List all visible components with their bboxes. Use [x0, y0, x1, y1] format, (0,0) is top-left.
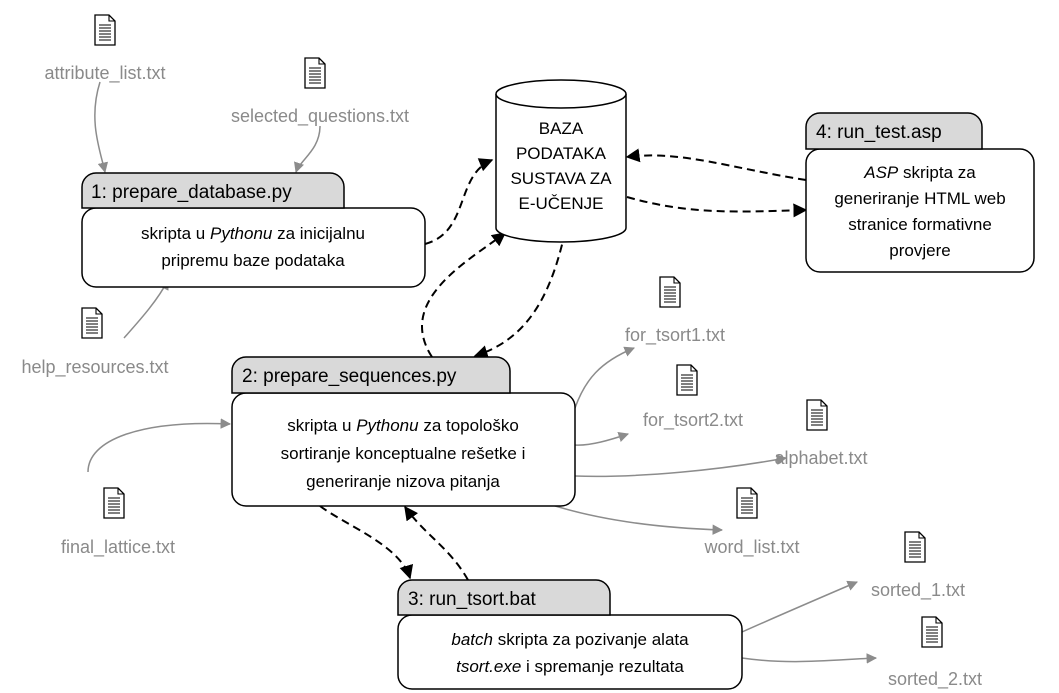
arrow-database-to-box2: [473, 231, 566, 359]
file-label-alphabet: alphabet.txt: [774, 448, 867, 468]
arrow-box2-to-box3: [319, 505, 414, 580]
file-sorted-2: sorted_2.txt: [888, 616, 982, 690]
box4-title: 4: run_test.asp: [816, 122, 942, 143]
box3-line2: tsort.exe i spremanje rezultata: [456, 657, 684, 676]
box1-title: 1: prepare_database.py: [91, 182, 292, 203]
arrow-attribute-list-to-box1: [94, 81, 109, 174]
arrow-database-to-runtest: [626, 196, 808, 218]
arrow-box2-to-word-list: [551, 504, 724, 535]
file-alphabet: alphabet.txt: [774, 399, 868, 468]
arrow-help-resources-to-box1: [123, 279, 169, 339]
document-icon: [81, 307, 103, 339]
file-label-sorted-1: sorted_1.txt: [871, 580, 965, 601]
document-icon: [904, 531, 926, 563]
arrow-box2-to-for-tsort1: [574, 346, 635, 409]
file-help-resources: help_resources.txt: [21, 307, 169, 378]
document-icon: [736, 487, 758, 519]
document-icon: [806, 399, 828, 431]
box4-line2: generiranje HTML web: [834, 189, 1005, 208]
file-label-help-resources: help_resources.txt: [21, 357, 168, 378]
file-label-final-lattice: final_lattice.txt: [61, 537, 175, 558]
file-attribute-list: attribute_list.txt: [44, 14, 166, 84]
arrow-box2-to-alphabet: [574, 454, 788, 478]
document-icon: [304, 57, 326, 89]
file-final-lattice: final_lattice.txt: [61, 487, 175, 558]
box2-line2: sortiranje konceptualne rešetke i: [281, 444, 526, 463]
box2-line3: generiranje nizova pitanja: [306, 472, 500, 491]
file-for-tsort1: for_tsort1.txt: [625, 276, 725, 346]
arrow-box3-to-box2: [404, 505, 469, 581]
box2-title: 2: prepare_sequences.py: [242, 366, 457, 387]
box3-line1: batch skripta za pozivanje alata: [451, 630, 689, 649]
arrow-box3-to-sorted1: [741, 580, 858, 633]
arrow-selected-questions-to-box1: [294, 125, 321, 173]
box-prepare-database: 1: prepare_database.py skripta u Pythonu…: [81, 172, 426, 288]
box1-line1: skripta u Pythonu za inicijalnu: [141, 224, 365, 243]
arrow-box2-to-for-tsort2: [574, 432, 629, 446]
database-label-line1: BAZA: [539, 119, 584, 138]
file-label-selected-questions: selected_questions.txt: [231, 106, 409, 127]
document-icon: [676, 364, 698, 396]
file-label-for-tsort2: for_tsort2.txt: [643, 410, 743, 431]
arrow-box3-to-sorted2: [741, 653, 878, 664]
box2-line1: skripta u Pythonu za topološko: [287, 416, 519, 435]
document-icon: [103, 487, 125, 519]
document-icon: [94, 14, 116, 46]
file-selected-questions: selected_questions.txt: [231, 57, 409, 127]
box4-line3: stranice formativne: [848, 215, 992, 234]
file-sorted-1: sorted_1.txt: [871, 531, 965, 601]
document-icon: [921, 616, 943, 648]
file-label-attribute-list: attribute_list.txt: [44, 63, 165, 84]
arrow-runtest-to-database: [625, 148, 807, 181]
file-label-word-list: word_list.txt: [703, 537, 799, 558]
file-for-tsort2: for_tsort2.txt: [643, 364, 743, 431]
arrow-final-lattice-to-box2: [87, 418, 232, 473]
box4-line1: ASP skripta za: [863, 163, 976, 182]
file-word-list: word_list.txt: [703, 487, 800, 558]
box-run-tsort: 3: run_tsort.bat batch skripta za poziva…: [397, 579, 743, 690]
box4-line4: provjere: [889, 241, 950, 260]
database-cylinder: BAZA PODATAKA SUSTAVA ZA E-UČENJE: [495, 79, 627, 243]
database-label-line3: SUSTAVA ZA: [510, 169, 612, 188]
box1-line2: pripremu baze podataka: [161, 251, 345, 270]
database-label-line2: PODATAKA: [516, 144, 607, 163]
file-label-for-tsort1: for_tsort1.txt: [625, 325, 725, 346]
box-prepare-sequences: 2: prepare_sequences.py skripta u Python…: [231, 356, 576, 507]
document-icon: [659, 276, 681, 308]
box3-title: 3: run_tsort.bat: [408, 589, 537, 610]
file-label-sorted-2: sorted_2.txt: [888, 669, 982, 690]
arrow-box2-to-database: [421, 232, 507, 358]
database-label-line4: E-UČENJE: [518, 194, 603, 213]
box-run-test: 4: run_test.asp ASP skripta za generiran…: [805, 112, 1035, 273]
arrow-box1-to-database: [424, 158, 494, 245]
